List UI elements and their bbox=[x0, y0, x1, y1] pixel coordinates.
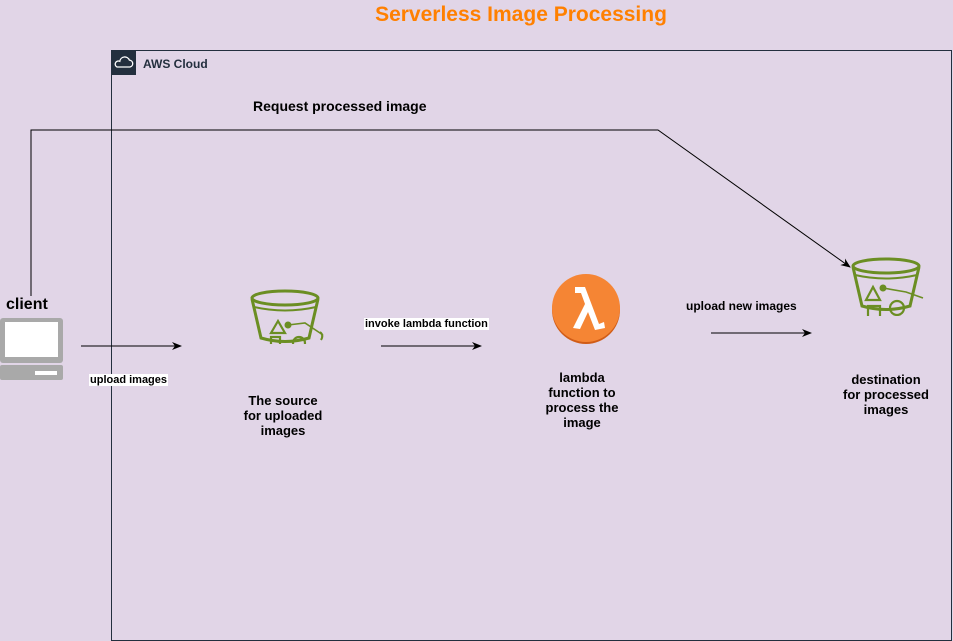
edge-request-processed bbox=[30, 129, 851, 296]
destination-bucket-label: destination for processed images bbox=[843, 372, 929, 417]
upload-new-images-label: upload new images bbox=[686, 299, 797, 313]
desktop-computer-icon[interactable] bbox=[0, 318, 63, 384]
source-bucket-icon[interactable] bbox=[250, 288, 326, 351]
source-bucket-label: The source for uploaded images bbox=[243, 393, 323, 438]
client-label: client bbox=[6, 296, 48, 313]
destination-bucket-icon[interactable] bbox=[851, 256, 927, 320]
request-processed-image-label: Request processed image bbox=[253, 98, 427, 114]
lambda-icon[interactable] bbox=[551, 274, 621, 345]
upload-images-label: upload images bbox=[89, 374, 169, 386]
aws-cloud-label: AWS Cloud bbox=[143, 57, 208, 71]
lambda-label: lambda function to process the image bbox=[545, 370, 619, 430]
diagram-title: Serverless Image Processing bbox=[375, 3, 667, 26]
invoke-lambda-label: invoke lambda function bbox=[364, 318, 489, 330]
cloud-icon bbox=[111, 50, 136, 75]
